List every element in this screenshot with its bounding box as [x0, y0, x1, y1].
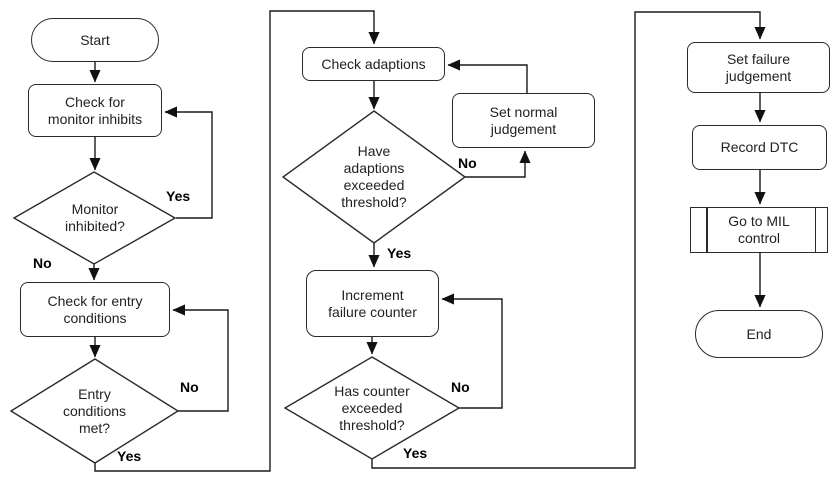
- edge-label-adaptions-no: No: [458, 155, 477, 171]
- node-check-entry-conditions: Check for entry conditions: [20, 282, 170, 337]
- edge-counter-yes-to-set-failure: [371, 11, 766, 469]
- predefined-process-left-bar: [706, 208, 708, 252]
- predefined-process-right-bar: [814, 208, 816, 252]
- edge-label-entry-yes: Yes: [117, 448, 142, 464]
- node-increment-failure-counter: Increment failure counter: [306, 270, 439, 337]
- node-set-normal-judgement: Set normal judgement: [452, 93, 595, 148]
- node-end: End: [695, 310, 823, 358]
- edge-label-entry-no: No: [180, 379, 199, 395]
- edge-monitor-yes-loop: [164, 106, 213, 219]
- edge-label-monitor-no: No: [33, 255, 52, 271]
- node-record-dtc-label: Record DTC: [720, 139, 799, 155]
- node-check-entry-conditions-label: Check for entry conditions: [47, 292, 143, 326]
- node-check-monitor-inhibits-label: Check for monitor inhibits: [47, 93, 143, 127]
- node-record-dtc: Record DTC: [692, 125, 827, 170]
- edge-entry-yes-to-check-adaptions: [94, 10, 380, 472]
- edge-counter-no-loop: [441, 293, 503, 409]
- node-go-to-mil-control: Go to MIL control: [690, 207, 828, 253]
- decision-monitor-inhibited-shape: [12, 171, 177, 265]
- edge-label-counter-no: No: [451, 379, 470, 395]
- edge-set-normal-to-check-adaptions: [447, 59, 528, 93]
- node-end-label: End: [746, 325, 772, 342]
- decision-entry-conditions-shape: [9, 358, 180, 464]
- edge-label-adaptions-yes: Yes: [387, 245, 412, 261]
- edge-label-counter-yes: Yes: [403, 445, 428, 461]
- node-check-monitor-inhibits: Check for monitor inhibits: [28, 84, 162, 137]
- edge-entry-no-loop: [172, 304, 229, 412]
- edge-adaptions-no-to-set-normal: [465, 150, 531, 178]
- decision-adaptions-threshold-shape: [281, 110, 467, 244]
- node-set-normal-judgement-label: Set normal judgement: [489, 103, 558, 137]
- node-set-failure-judgement: Set failure judgement: [687, 42, 830, 93]
- node-start-label: Start: [80, 31, 110, 48]
- node-go-to-mil-control-label: Go to MIL control: [728, 213, 790, 246]
- node-set-failure-judgement-label: Set failure judgement: [725, 50, 792, 84]
- node-increment-failure-counter-label: Increment failure counter: [328, 286, 417, 320]
- node-start: Start: [31, 18, 159, 62]
- decision-counter-threshold-shape: [283, 356, 461, 460]
- node-check-adaptions-label: Check adaptions: [321, 55, 426, 72]
- node-check-adaptions: Check adaptions: [302, 47, 445, 81]
- edge-label-monitor-yes: Yes: [166, 188, 191, 204]
